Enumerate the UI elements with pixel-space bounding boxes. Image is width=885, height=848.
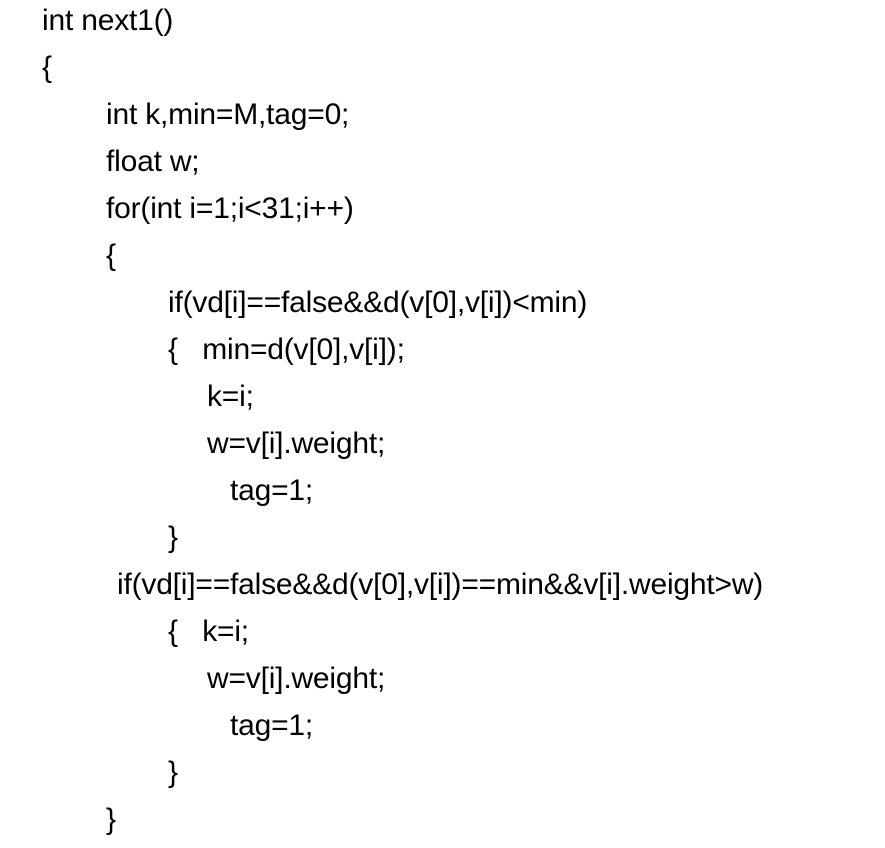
code-line-12: }	[168, 521, 178, 554]
code-line-3: int k,min=M,tag=0;	[106, 98, 350, 131]
code-line-11: tag=1;	[230, 474, 314, 507]
code-line-10: w=v[i].weight;	[207, 427, 386, 460]
code-line-4: float w;	[106, 145, 200, 178]
code-line-6: {	[106, 239, 116, 272]
code-line-13: if(vd[i]==false&&d(v[0],v[i])==min&&v[i]…	[117, 568, 764, 601]
code-line-7: if(vd[i]==false&&d(v[0],v[i])<min)	[168, 286, 588, 319]
code-line-16: tag=1;	[230, 709, 314, 742]
code-line-17: }	[168, 756, 178, 789]
code-line-14: { k=i;	[168, 615, 249, 648]
code-line-18: }	[106, 803, 116, 836]
code-line-2: {	[42, 51, 52, 84]
code-line-9: k=i;	[207, 380, 254, 413]
code-line-15: w=v[i].weight;	[207, 662, 386, 695]
code-line-5: for(int i=1;i<31;i++)	[106, 192, 354, 225]
code-line-8: { min=d(v[0],v[i]);	[168, 333, 405, 366]
code-line-1: int next1()	[42, 4, 174, 37]
